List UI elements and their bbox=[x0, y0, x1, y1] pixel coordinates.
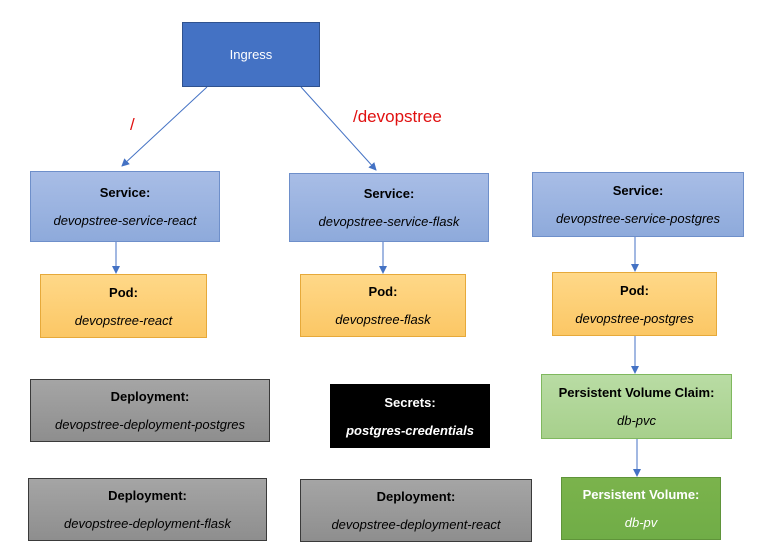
route-label-devopstree: /devopstree bbox=[353, 107, 442, 126]
service-postgres-node[interactable]: Service: devopstree-service-postgres bbox=[532, 172, 744, 237]
deployment-flask-name: devopstree-deployment-flask bbox=[64, 516, 231, 531]
pv-name: db-pv bbox=[624, 515, 658, 530]
deployment-flask-title: Deployment: bbox=[108, 488, 187, 503]
service-flask-title: Service: bbox=[363, 186, 415, 201]
connector-ingress-to-service-react bbox=[121, 86, 208, 167]
deployment-postgres-title: Deployment: bbox=[110, 389, 190, 404]
service-react-name: devopstree-service-react bbox=[53, 213, 197, 228]
deployment-flask-node[interactable]: Deployment: devopstree-deployment-flask bbox=[28, 478, 267, 541]
route-label-root: / bbox=[130, 115, 135, 134]
secrets-name: postgres-credentials bbox=[346, 422, 474, 438]
pod-react-node[interactable]: Pod: devopstree-react bbox=[40, 274, 207, 338]
deployment-react-title: Deployment: bbox=[376, 489, 456, 504]
pv-node[interactable]: Persistent Volume: db-pv bbox=[561, 477, 721, 540]
secrets-node[interactable]: Secrets: postgres-credentials bbox=[330, 384, 490, 448]
pod-flask-title: Pod: bbox=[368, 284, 398, 299]
pod-postgres-name: devopstree-postgres bbox=[575, 310, 694, 326]
service-react-title: Service: bbox=[99, 185, 151, 200]
ingress-node[interactable]: Ingress bbox=[182, 22, 320, 87]
service-postgres-title: Service: bbox=[612, 183, 664, 198]
service-flask-node[interactable]: Service: devopstree-service-flask bbox=[289, 173, 489, 242]
connector-ingress-to-service-flask bbox=[300, 86, 377, 171]
deployment-react-node[interactable]: Deployment: devopstree-deployment-react bbox=[300, 479, 532, 542]
deployment-postgres-name: devopstree-deployment-postgres bbox=[54, 417, 246, 432]
secrets-title: Secrets: bbox=[384, 394, 436, 410]
service-flask-name: devopstree-service-flask bbox=[318, 214, 460, 229]
pod-flask-name: devopstree-flask bbox=[335, 312, 431, 327]
pod-react-name: devopstree-react bbox=[74, 312, 173, 328]
pvc-node[interactable]: Persistent Volume Claim: db-pvc bbox=[541, 374, 732, 439]
pv-title: Persistent Volume: bbox=[582, 487, 700, 502]
deployment-postgres-node[interactable]: Deployment: devopstree-deployment-postgr… bbox=[30, 379, 270, 442]
deployment-react-name: devopstree-deployment-react bbox=[331, 517, 501, 532]
service-postgres-name: devopstree-service-postgres bbox=[555, 211, 721, 226]
pod-flask-node[interactable]: Pod: devopstree-flask bbox=[300, 274, 466, 337]
pvc-name: db-pvc bbox=[616, 413, 657, 428]
ingress-label: Ingress bbox=[229, 47, 273, 62]
pod-react-title: Pod: bbox=[109, 284, 138, 300]
pvc-title: Persistent Volume Claim: bbox=[558, 385, 715, 400]
pod-postgres-node[interactable]: Pod: devopstree-postgres bbox=[552, 272, 717, 336]
service-react-node[interactable]: Service: devopstree-service-react bbox=[30, 171, 220, 242]
pod-postgres-title: Pod: bbox=[620, 282, 649, 298]
